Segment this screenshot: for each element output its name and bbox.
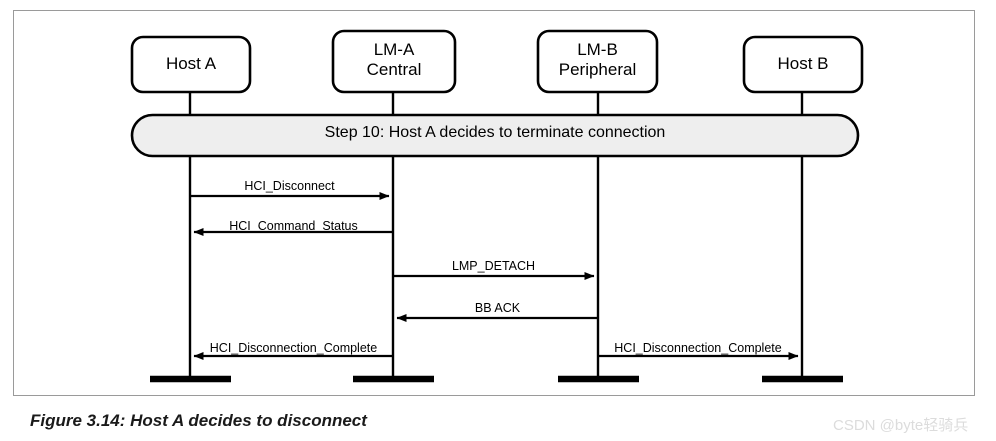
- message-label-bb-ack: BB ACK: [474, 301, 521, 315]
- actor-label-lm-a: LM-A Central: [366, 40, 422, 79]
- step-bar-label: Step 10: Host A decides to terminate con…: [324, 124, 666, 141]
- actor-label-lm-b: LM-B Peripheral: [558, 40, 637, 79]
- message-label-hci-disconnection-complete-b: HCI_Disconnection_Complete: [614, 341, 782, 355]
- actor-label-host-a: Host A: [165, 54, 217, 73]
- message-label-lmp-detach: LMP_DETACH: [451, 259, 536, 273]
- message-label-hci-disconnect: HCI_Disconnect: [244, 179, 335, 193]
- figure-caption: Figure 3.14: Host A decides to disconnec…: [30, 411, 367, 430]
- message-label-hci-disconnection-complete-a: HCI_Disconnection_Complete: [209, 341, 378, 355]
- watermark: CSDN @byte轻骑兵: [833, 417, 969, 434]
- message-label-hci-command-status: HCI_Command_Status: [229, 219, 358, 233]
- actor-label-host-b: Host B: [777, 54, 829, 73]
